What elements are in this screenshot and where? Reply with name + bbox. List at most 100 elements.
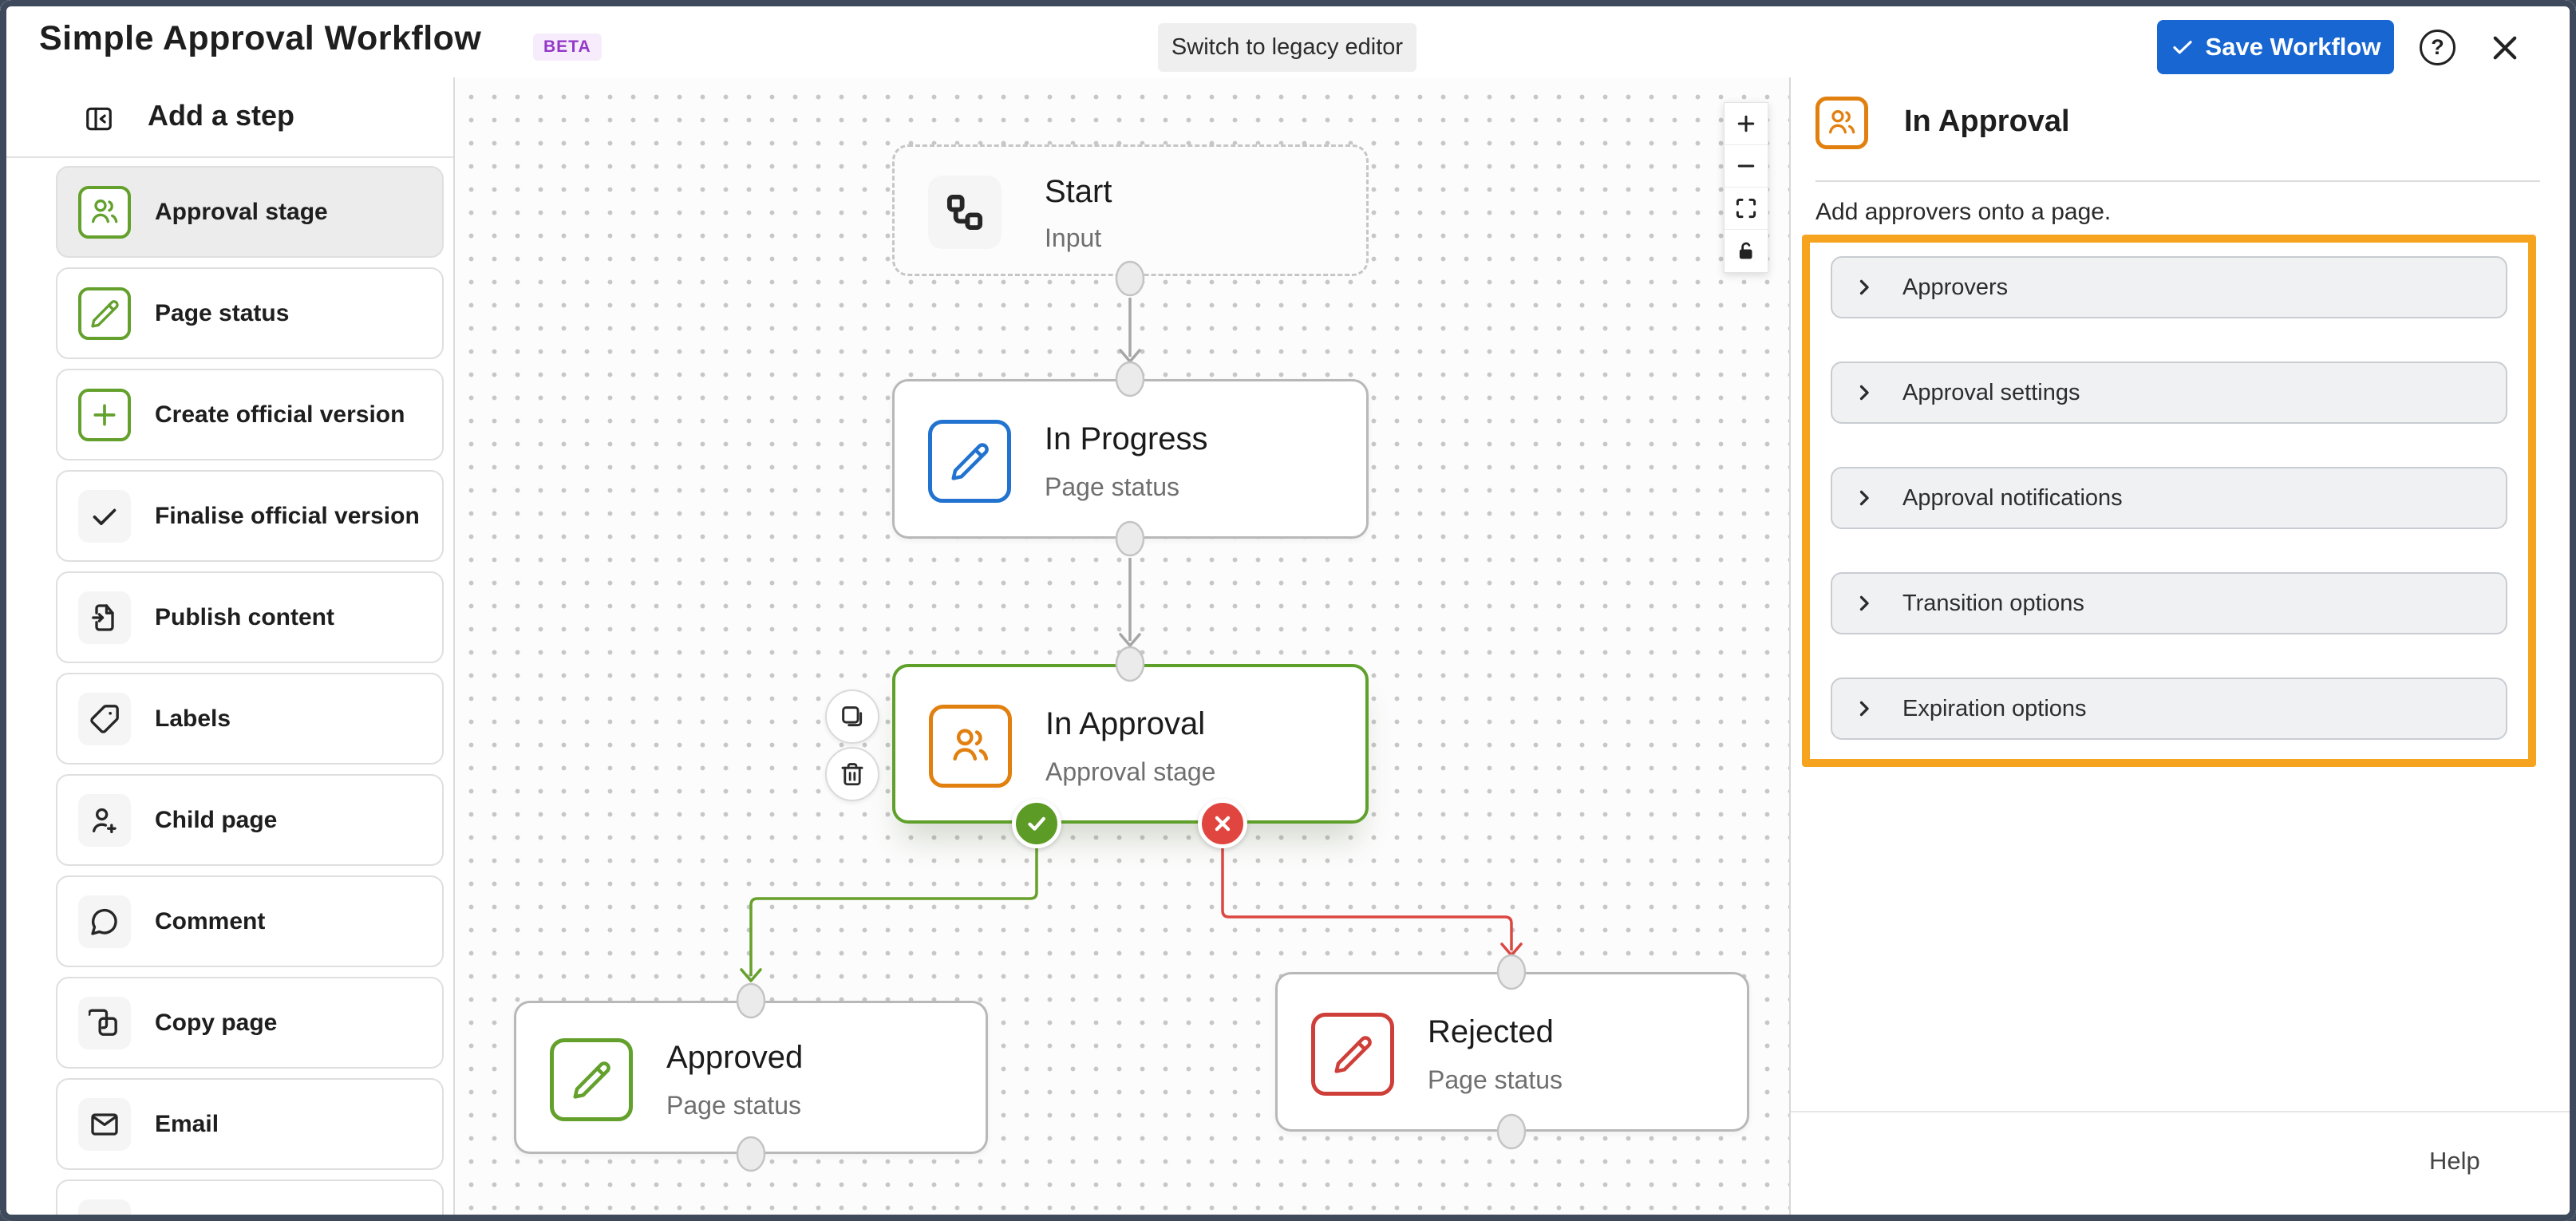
sidebar-item-page-status[interactable]: Page status — [56, 267, 444, 359]
node-subtitle: Page status — [1045, 472, 1179, 501]
header-bar: Simple Approval Workflow BETA Switch to … — [0, 0, 2576, 77]
edge-reject — [1221, 848, 1513, 950]
node-subtitle: Input — [1045, 223, 1102, 252]
email-icon — [78, 1097, 131, 1151]
sidebar-item-publish-content[interactable]: Publish content — [56, 571, 444, 663]
switch-to-legacy-editor-button[interactable]: Switch to legacy editor — [1158, 23, 1416, 72]
highlight-outline: Approvers Approval settings Approval not… — [1802, 235, 2536, 767]
lock-toggle-button[interactable] — [1725, 230, 1768, 272]
arrowhead-icon — [1119, 633, 1141, 647]
approve-outcome-badge[interactable] — [1012, 799, 1061, 848]
sidebar-item-comment[interactable]: Comment — [56, 875, 444, 967]
minus-icon — [1737, 164, 1755, 168]
node-title: Approved — [666, 1040, 804, 1075]
divider — [1791, 1111, 2571, 1112]
workflow-canvas[interactable]: Start Input In Progress Page status In A… — [455, 77, 1789, 1215]
node-rejected[interactable]: Rejected Page status — [1275, 972, 1749, 1132]
sidebar-item-label: Finalise official version — [155, 502, 420, 529]
check-icon — [2172, 41, 2192, 54]
help-icon[interactable]: ? — [2420, 30, 2455, 65]
copy-icon — [78, 996, 131, 1049]
page-title: Simple Approval Workflow — [39, 19, 482, 57]
node-title: Start — [1045, 174, 1112, 209]
save-workflow-button[interactable]: Save Workflow — [2157, 20, 2394, 74]
chevron-right-icon — [1859, 385, 1869, 401]
sidebar-item-approval-stage[interactable]: Approval stage — [56, 166, 444, 258]
comment-icon — [78, 895, 131, 948]
sidebar-item-child-page[interactable]: Child page — [56, 774, 444, 866]
accordion-label: Approval settings — [1902, 379, 2080, 405]
delete-node-button[interactable] — [825, 747, 879, 801]
chevron-right-icon — [1859, 701, 1869, 717]
divider — [1815, 180, 2540, 182]
zoom-out-button[interactable] — [1725, 145, 1768, 188]
pencil-icon — [550, 1038, 633, 1121]
accordion-label: Approvers — [1902, 274, 2009, 300]
beta-badge: BETA — [533, 34, 602, 61]
trash-icon — [841, 763, 863, 786]
unlock-icon — [1739, 242, 1752, 259]
zoom-in-button[interactable] — [1725, 103, 1768, 145]
duplicate-node-button[interactable] — [825, 690, 879, 744]
chevron-right-icon — [1859, 490, 1869, 506]
sidebar-item-label: Email — [155, 1110, 219, 1137]
accordion-approval-notifications[interactable]: Approval notifications — [1831, 467, 2507, 529]
sidebar-item-create-official-version[interactable]: Create official version — [56, 369, 444, 460]
help-link[interactable]: Help — [2429, 1147, 2480, 1175]
node-in-approval[interactable]: In Approval Approval stage — [892, 664, 1369, 824]
sidebar-item-label: Labels — [155, 705, 231, 732]
sidebar-title: Add a step — [148, 99, 295, 132]
accordion-approvers[interactable]: Approvers — [1831, 256, 2507, 318]
edge-approve — [749, 848, 1038, 976]
node-start[interactable]: Start Input — [892, 144, 1369, 276]
sidebar-item-partial[interactable] — [56, 1180, 444, 1215]
accordion-transition-options[interactable]: Transition options — [1831, 572, 2507, 634]
accordion-label: Transition options — [1902, 590, 2084, 616]
sidebar-item-labels[interactable]: Labels — [56, 673, 444, 765]
chevron-right-icon — [1859, 595, 1869, 611]
reject-outcome-badge[interactable] — [1198, 799, 1247, 848]
copy-icon — [842, 706, 863, 727]
sidebar-item-label: Page status — [155, 299, 290, 326]
sidebar-item-label: Comment — [155, 907, 266, 935]
publish-icon — [78, 591, 131, 644]
x-icon — [1215, 816, 1231, 832]
people-icon — [1815, 97, 1868, 149]
chevron-right-icon — [1859, 279, 1869, 295]
node-title: In Approval — [1045, 706, 1206, 741]
collapse-panel-icon[interactable] — [84, 104, 114, 134]
pencil-icon — [928, 420, 1011, 503]
node-subtitle: Page status — [666, 1091, 801, 1120]
pencil-icon — [78, 286, 131, 340]
node-subtitle: Page status — [1428, 1065, 1563, 1094]
sidebar-item-label: Approval stage — [155, 198, 328, 225]
sidebar-item-email[interactable]: Email — [56, 1078, 444, 1170]
accordion-expiration-options[interactable]: Expiration options — [1831, 678, 2507, 740]
people-icon — [78, 185, 131, 239]
close-icon[interactable] — [2488, 31, 2522, 65]
accordion-approval-settings[interactable]: Approval settings — [1831, 362, 2507, 424]
sidebar-item-finalise-official-version[interactable]: Finalise official version — [56, 470, 444, 562]
accordion-label: Approval notifications — [1902, 484, 2123, 511]
sidebar-item-label: Copy page — [155, 1009, 278, 1036]
arrowhead-icon — [1500, 942, 1523, 957]
fit-view-button[interactable] — [1725, 188, 1768, 230]
sidebar-item-copy-page[interactable]: Copy page — [56, 977, 444, 1069]
plus-icon — [78, 388, 131, 441]
add-step-sidebar: Add a step Approval stage Page status Cr… — [0, 77, 455, 1215]
accordion-label: Expiration options — [1902, 695, 2087, 721]
node-in-progress[interactable]: In Progress Page status — [892, 379, 1369, 539]
node-config-panel: In Approval Add approvers onto a page. A… — [1789, 77, 2571, 1215]
node-approved[interactable]: Approved Page status — [514, 1001, 988, 1154]
people-icon — [929, 705, 1012, 788]
sidebar-item-label: Create official version — [155, 401, 405, 428]
node-title: In Progress — [1045, 421, 1208, 456]
sidebar-item-label: Publish content — [155, 603, 334, 630]
fit-view-icon — [1736, 198, 1756, 219]
tag-icon — [78, 692, 131, 745]
step-icon — [78, 1199, 131, 1215]
check-icon — [1028, 816, 1045, 831]
person-add-icon — [78, 793, 131, 847]
panel-title: In Approval — [1904, 105, 2070, 138]
